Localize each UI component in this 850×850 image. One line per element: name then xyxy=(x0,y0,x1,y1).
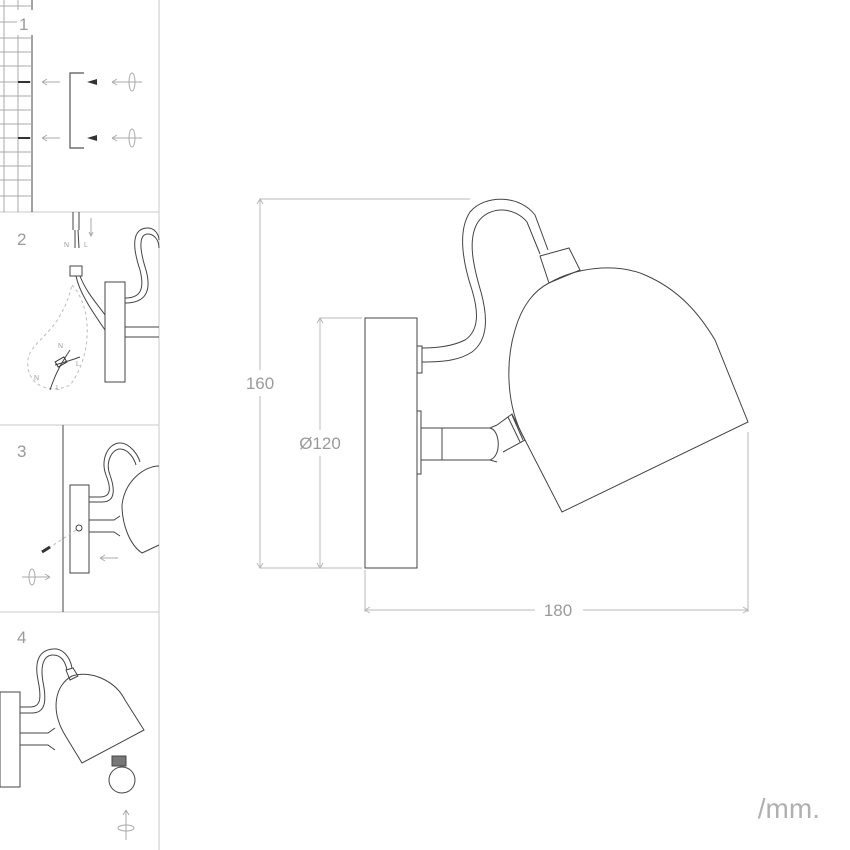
screw-hole xyxy=(75,524,83,532)
wire xyxy=(79,275,106,316)
wall-lamp-drawing xyxy=(364,198,749,569)
brick-wall-icon xyxy=(0,0,33,212)
rotate-arrow-icon xyxy=(117,809,135,840)
light-bulb-icon xyxy=(108,755,136,794)
svg-text:N: N xyxy=(64,242,69,249)
svg-text:N: N xyxy=(58,343,63,350)
lamp-base-side xyxy=(0,691,21,788)
arrow-down-icon xyxy=(88,218,94,238)
supply-cable: N L xyxy=(64,212,88,249)
step-1-panel: 1 xyxy=(0,0,142,212)
arrow-left-icon xyxy=(99,554,118,562)
wall-plug-icon xyxy=(18,81,30,139)
wall-base-plate xyxy=(364,317,418,569)
flex-arm-inner xyxy=(421,209,541,363)
svg-text:L: L xyxy=(76,361,80,368)
lamp-stem xyxy=(421,413,526,463)
cable-outlet xyxy=(416,345,423,374)
step-number: 2 xyxy=(17,230,26,249)
wire xyxy=(75,275,106,331)
lamp-base-side xyxy=(104,281,126,383)
step-number: 4 xyxy=(17,628,26,647)
flex-arm xyxy=(89,442,141,498)
dimension-lines: 160 Ø120 180 xyxy=(240,198,749,622)
diameter-dimension-label: Ø120 xyxy=(299,434,341,453)
lamp-stem xyxy=(20,727,56,751)
lamp-stem xyxy=(125,326,159,338)
lamp-shade xyxy=(121,465,160,554)
terminal-block xyxy=(69,265,83,277)
step-2-panel: 2 N L N L N L xyxy=(17,212,160,392)
flex-arm xyxy=(124,227,160,299)
svg-text:L: L xyxy=(56,385,60,392)
step-4-panel: 4 xyxy=(0,628,145,840)
svg-text:L: L xyxy=(84,242,88,249)
lamp-shade xyxy=(55,673,145,764)
instruction-column xyxy=(0,0,160,850)
wire-connector-detail: N L N L xyxy=(34,343,81,392)
shade-cap xyxy=(539,247,581,284)
flex-arm xyxy=(20,648,73,708)
svg-text:N: N xyxy=(34,375,39,382)
screw-icon xyxy=(87,79,97,141)
depth-dimension-label: 180 xyxy=(544,601,572,620)
screwdriver-rotate-icon xyxy=(111,72,142,148)
lamp-shade xyxy=(508,267,749,513)
unit-label: /mm. xyxy=(758,793,820,824)
lamp-base-side xyxy=(69,484,90,574)
lamp-stem xyxy=(89,515,121,537)
flex-arm-outer xyxy=(421,198,549,349)
screwdriver-rotate-icon xyxy=(22,568,51,586)
step-number: 1 xyxy=(19,15,28,34)
screw-icon xyxy=(41,545,51,554)
height-dimension-label: 160 xyxy=(246,374,274,393)
step-3-panel: 3 xyxy=(17,425,160,612)
step-number: 3 xyxy=(17,442,26,461)
arrow-left-icon xyxy=(41,78,60,142)
stem-mount xyxy=(416,410,422,475)
detail-callout xyxy=(27,283,88,390)
mounting-bracket xyxy=(69,72,84,149)
